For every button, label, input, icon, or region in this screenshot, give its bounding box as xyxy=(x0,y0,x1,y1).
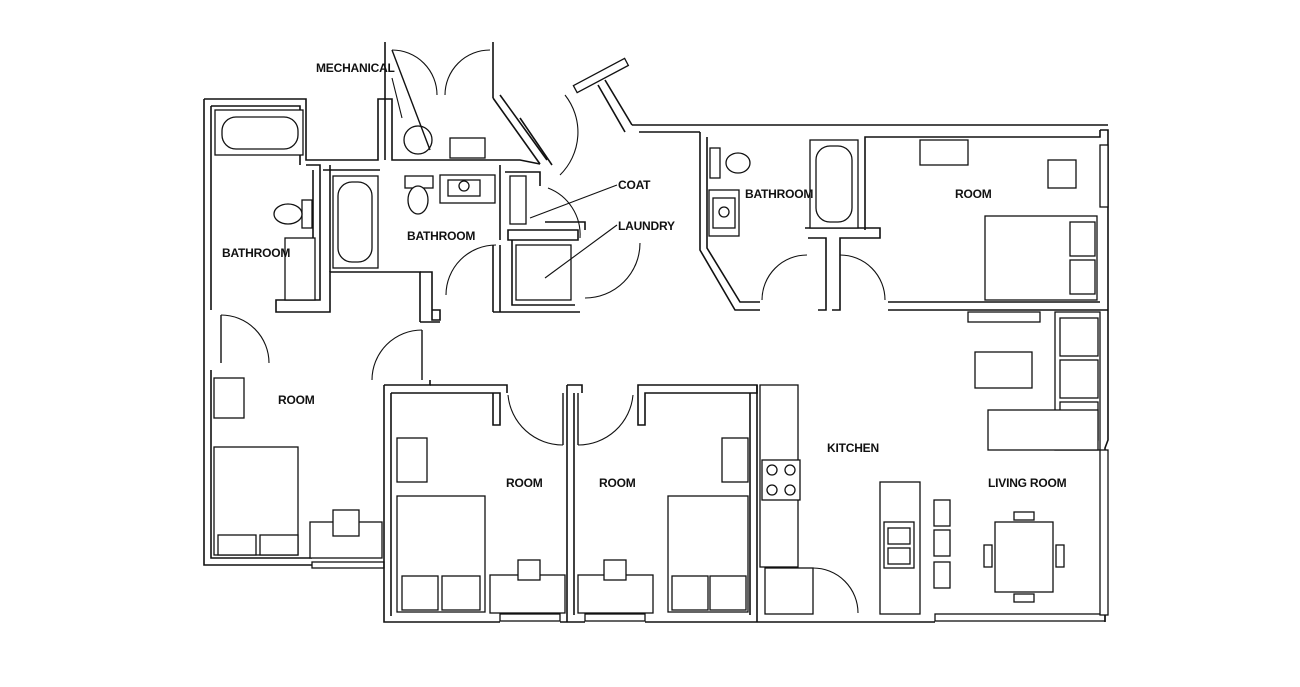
chair xyxy=(332,509,360,537)
dining-chair xyxy=(1055,544,1065,568)
interior-walls xyxy=(275,42,1108,622)
desk xyxy=(577,574,654,614)
label-bathroom-center: BATHROOM xyxy=(407,229,475,243)
water-heater xyxy=(403,125,433,155)
dresser xyxy=(721,437,749,483)
stove xyxy=(761,459,801,501)
chair xyxy=(603,559,627,581)
bar-stool xyxy=(933,561,951,589)
bathtub-basin xyxy=(815,145,853,223)
toilet-bowl xyxy=(725,152,751,174)
desk xyxy=(489,574,566,614)
window xyxy=(311,561,385,569)
exterior-walls xyxy=(203,57,1109,623)
label-bathroom-left: BATHROOM xyxy=(222,246,290,260)
window xyxy=(584,613,646,622)
window xyxy=(1099,449,1109,616)
leader-lines xyxy=(391,77,618,279)
dining-chair xyxy=(983,544,993,568)
chair xyxy=(1047,159,1077,189)
desk xyxy=(919,139,969,166)
label-room-top-right: ROOM xyxy=(955,187,992,201)
label-bathroom-right: BATHROOM xyxy=(745,187,813,201)
label-room-center-left: ROOM xyxy=(506,476,543,490)
vanity xyxy=(284,237,316,301)
fixtures xyxy=(213,109,1101,615)
toilet-bowl xyxy=(407,185,429,215)
sofa xyxy=(987,409,1099,451)
furnace xyxy=(449,137,486,159)
chair xyxy=(517,559,541,581)
coat-rod xyxy=(509,175,527,225)
window xyxy=(499,613,561,622)
window xyxy=(1099,144,1109,208)
label-living-room: LIVING ROOM xyxy=(988,476,1067,490)
toilet-tank xyxy=(301,199,313,229)
bathtub-basin xyxy=(337,181,373,263)
window xyxy=(934,613,1106,622)
toilet-bowl xyxy=(273,203,303,225)
desk xyxy=(309,521,383,559)
dining-chair xyxy=(1013,593,1035,603)
bar-stool xyxy=(933,499,951,527)
label-room-center-right: ROOM xyxy=(599,476,636,490)
label-mechanical: MECHANICAL xyxy=(316,61,395,75)
coffee-table xyxy=(974,351,1033,389)
bathtub-basin xyxy=(221,116,299,150)
label-coat: COAT xyxy=(618,178,651,192)
dining-table xyxy=(994,521,1054,593)
room-labels: MECHANICAL BATHROOM BATHROOM COAT LAUNDR… xyxy=(222,61,1067,490)
label-laundry: LAUNDRY xyxy=(618,219,675,233)
doors xyxy=(220,49,886,614)
toilet-tank xyxy=(709,147,721,179)
dining-chair xyxy=(1013,511,1035,521)
dresser xyxy=(396,437,428,483)
label-room-left: ROOM xyxy=(278,393,315,407)
refrigerator xyxy=(764,567,814,615)
washer xyxy=(515,244,572,301)
nightstand xyxy=(213,377,245,419)
door-frame xyxy=(572,57,630,94)
shelf xyxy=(967,311,1041,323)
bar-stool xyxy=(933,529,951,557)
label-kitchen: KITCHEN xyxy=(827,441,879,455)
